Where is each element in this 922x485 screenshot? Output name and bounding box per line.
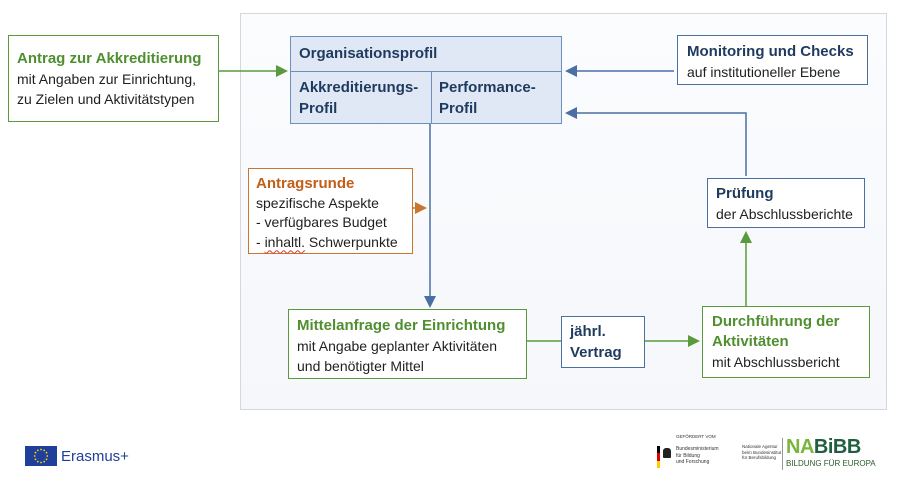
monitoring-line-1: auf institutioneller Ebene <box>687 64 841 80</box>
org-divider-v <box>431 71 432 124</box>
nabibb-na: NA <box>786 436 814 458</box>
performance-profil: Performance- Profil <box>439 77 536 119</box>
nat-line-2: beim Bundesinstitut <box>742 449 782 455</box>
antragsrunde-inhaltl: inhaltl. <box>264 233 306 250</box>
nabibb-bibb: BiBB <box>813 436 861 458</box>
bmbf-logo: GEFÖRDERT VOM Bundesministerium für Bild… <box>654 434 774 474</box>
durch-title-1: Durchführung der <box>712 313 840 330</box>
antragsrunde-line-2: - verfügbares Budget <box>256 214 387 230</box>
antragsrunde-title: Antragsrunde <box>256 175 355 192</box>
logo-divider <box>782 438 783 470</box>
mittel-line-2: und benötigter Mittel <box>297 358 424 374</box>
antragsrunde-schwerpunkte: Schwerpunkte <box>305 233 398 250</box>
pruefung-box: Prüfung der Abschlussberichte <box>707 178 865 228</box>
vertrag-line-1: jährl. <box>570 323 606 340</box>
mittel-title: Mittelanfrage der Einrichtung <box>297 317 506 334</box>
akk-line-2: Profil <box>299 100 338 117</box>
nabibb-wordmark: NABiBB <box>786 436 861 459</box>
nationale-agentur-text: Nationale Agentur beim Bundesinstitut fü… <box>742 444 784 461</box>
perf-line-1: Performance- <box>439 79 536 96</box>
akkreditierungs-profil: Akkreditierungs- Profil <box>299 77 418 119</box>
antrag-line-2: zu Zielen und Aktivitätstypen <box>17 91 195 107</box>
organisationsprofil-box: Organisationsprofil Akkreditierungs- Pro… <box>290 36 562 124</box>
antragsrunde-line-1: spezifische Aspekte <box>256 194 379 211</box>
bmbf-text: Bundesministerium für Bildung und Forsch… <box>676 446 719 466</box>
eagle-icon <box>663 448 671 458</box>
nat-line-1: Nationale Agentur <box>742 444 778 449</box>
durch-title-2: Aktivitäten <box>712 333 789 350</box>
mittel-line-1: mit Angabe geplanter Aktivitäten <box>297 338 498 354</box>
monitoring-title: Monitoring und Checks <box>687 43 854 60</box>
perf-line-2: Profil <box>439 100 478 117</box>
nat-line-3: für Berufsbildung <box>742 455 777 460</box>
bmbf-top: GEFÖRDERT VOM <box>676 434 716 439</box>
bmbf-line-2: für Bildung <box>676 452 700 459</box>
vertrag-box: jährl. Vertrag <box>561 316 645 368</box>
antragsrunde-box: Antragsrunde spezifische Aspekte - verfü… <box>248 168 413 254</box>
akk-line-1: Akkreditierungs- <box>299 79 419 96</box>
durchfuehrung-box: Durchführung der Aktivitäten mit Abschlu… <box>702 306 870 378</box>
antrag-box: Antrag zur Akkreditierung mit Angaben zu… <box>8 35 219 122</box>
nabibb-sub: BILDUNG FÜR EUROPA <box>786 459 876 468</box>
antragsrunde-line-3: - inhaltl. Schwerpunkte <box>256 233 412 253</box>
bmbf-line-1: Bundesministerium <box>676 446 719 452</box>
mittelanfrage-box: Mittelanfrage der Einrichtung mit Angabe… <box>288 309 527 379</box>
antrag-title: Antrag zur Akkreditierung <box>17 50 202 67</box>
durch-line-1: mit Abschlussbericht <box>712 354 840 370</box>
pruefung-line-1: der Abschlussberichte <box>716 206 853 222</box>
pruefung-title: Prüfung <box>716 185 774 202</box>
erasmus-text: Erasmus+ <box>61 448 129 465</box>
arrow-pruefung-to-org <box>565 107 747 176</box>
org-title: Organisationsprofil <box>299 45 438 62</box>
bmbf-line-3: und Forschung <box>676 459 710 465</box>
org-divider-h <box>291 71 561 72</box>
vertrag-line-2: Vertrag <box>570 344 622 361</box>
antragsrunde-dash: - <box>256 233 265 250</box>
antrag-line-1: mit Angaben zur Einrichtung, <box>17 71 196 87</box>
eu-flag-icon <box>25 446 57 466</box>
german-flag-icon <box>657 446 660 468</box>
monitoring-box: Monitoring und Checks auf institutionell… <box>677 35 868 85</box>
